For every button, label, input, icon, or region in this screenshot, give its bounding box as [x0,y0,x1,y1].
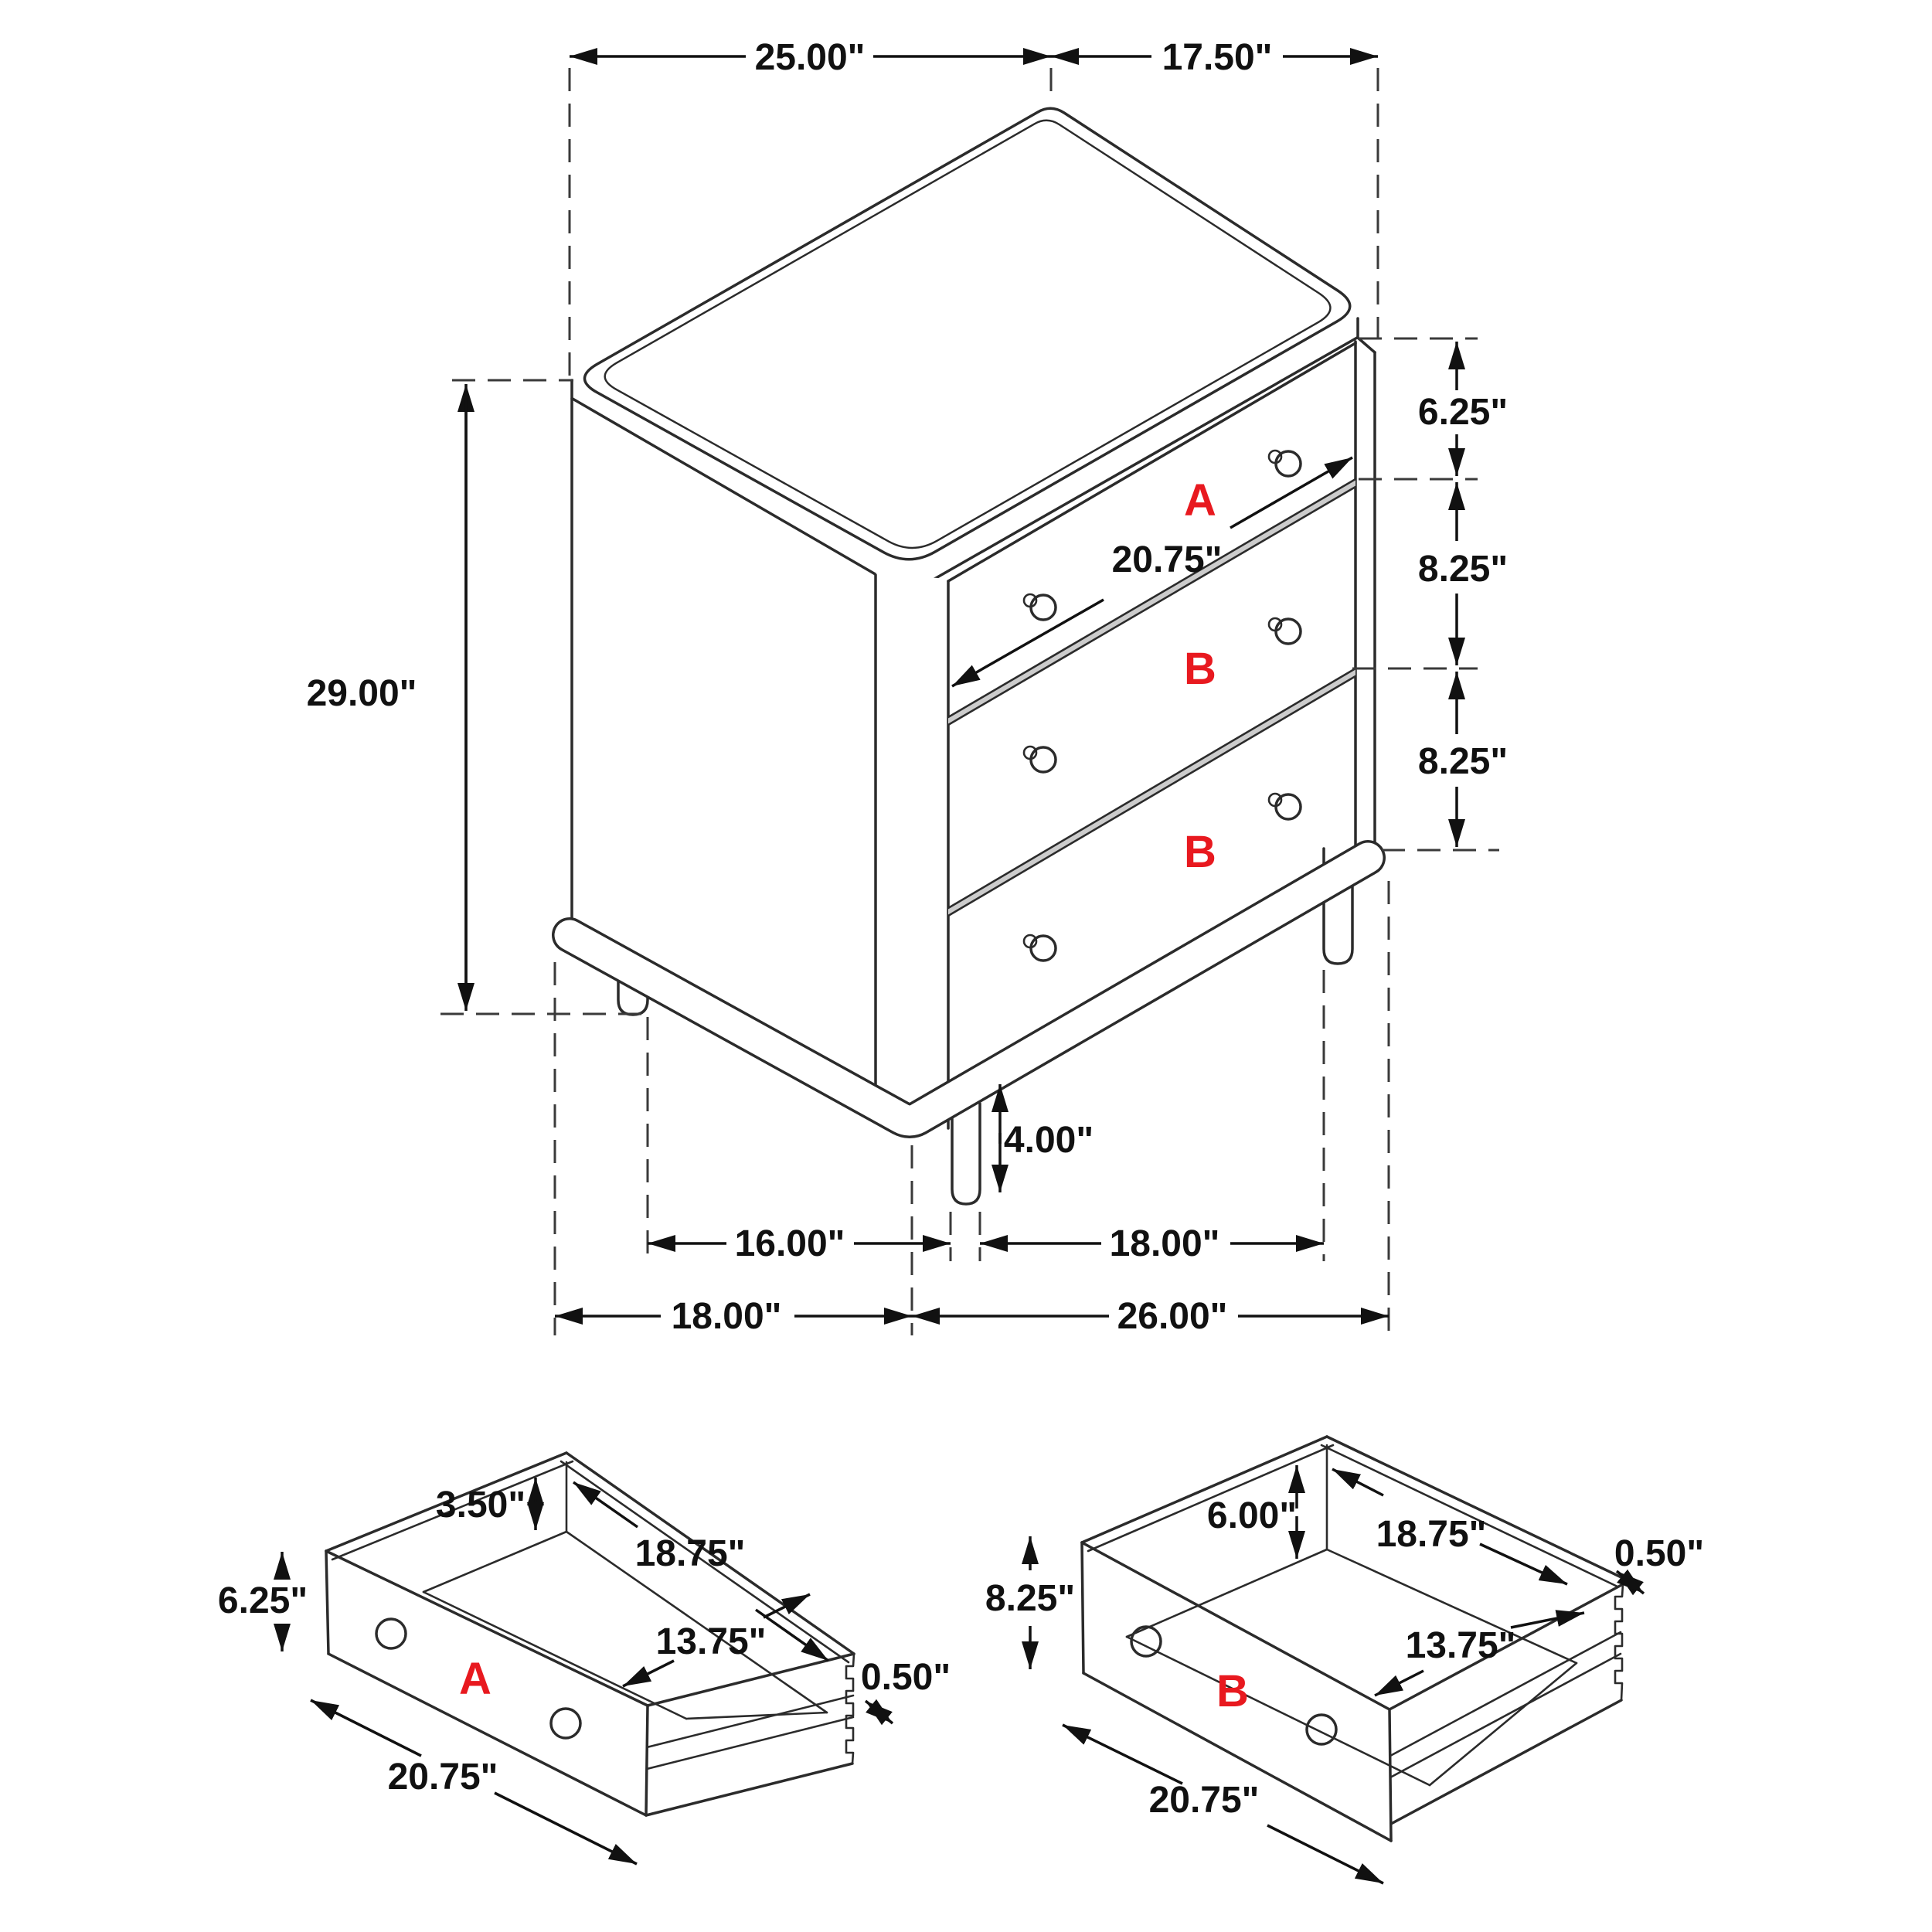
drawer-b-detail-label: B [1216,1666,1249,1716]
drawer-b1-label: B [1184,644,1216,694]
drawer-divider-b1-b2 [947,667,1357,917]
drawer-a-knobs [1022,449,1302,621]
dim-a-wall-thickness: 0.50" [861,1657,951,1698]
drawer-b1-knobs [1022,617,1302,774]
drawer-b2-label: B [1184,827,1216,877]
dim-a-interior-depth: 13.75" [656,1621,767,1662]
dim-b-interior-depth: 13.75" [1406,1625,1516,1666]
leg-front-right [1322,847,1354,965]
leg-front [951,1096,981,1206]
dim-leg-height: 4.00" [1004,1120,1094,1161]
drawer-a-detail-view: A 3.50" 18.75" 0.50" 6.25" 13.75" 20.75" [218,1451,951,1866]
dim-base-depth: 18.00" [672,1296,782,1337]
dim-leg-span-right: 18.00" [1110,1223,1220,1264]
dim-overall-height: 29.00" [307,673,417,714]
dim-drawer-b1-height: 8.25" [1418,549,1508,590]
drawer-b-knob-right [1305,1713,1338,1746]
dim-b-interior-length: 18.75" [1376,1514,1487,1555]
dim-a-front-width: 20.75" [388,1757,498,1798]
cabinet-top-face [583,107,1352,561]
dim-leg-span-left: 16.00" [735,1223,845,1264]
drawer-a-detail-label: A [459,1654,492,1704]
dim-base-width: 26.00" [1117,1296,1228,1337]
main-dimensions: 25.00" 17.50" 29.00" 6.25" 8.25" 8.25" 2… [307,37,1509,1337]
drawer-b2-knobs [1022,792,1302,962]
dim-b-front-width: 20.75" [1149,1780,1260,1821]
dim-top-depth: 17.50" [1162,37,1273,78]
base-rail [552,840,1386,1138]
drawer-b-detail-view: B 6.00" 18.75" 0.50" 8.25" 13.75" 20.75" [985,1435,1704,1885]
drawer-a-label: A [1184,475,1216,526]
drawer-divider-a-b1 [947,478,1357,726]
cabinet-isometric-view: A B B [552,107,1386,1206]
drawer-a-knob-right [549,1707,582,1740]
dim-b-back-height: 6.00" [1207,1495,1297,1536]
dim-a-back-height: 3.50" [436,1485,526,1526]
dim-a-interior-length: 18.75" [635,1533,746,1574]
dim-drawer-b2-height: 8.25" [1418,741,1508,782]
dim-b-wall-thickness: 0.50" [1614,1533,1704,1574]
dim-a-front-height: 6.25" [218,1580,308,1621]
drawer-a-knob-left [375,1617,407,1650]
dim-drawer-a-height: 6.25" [1418,392,1508,433]
drawer-b-knob-left [1130,1625,1162,1658]
dim-top-width: 25.00" [755,37,866,78]
dim-b-front-height: 8.25" [985,1578,1075,1619]
dim-drawer-width: 20.75" [1112,539,1223,580]
